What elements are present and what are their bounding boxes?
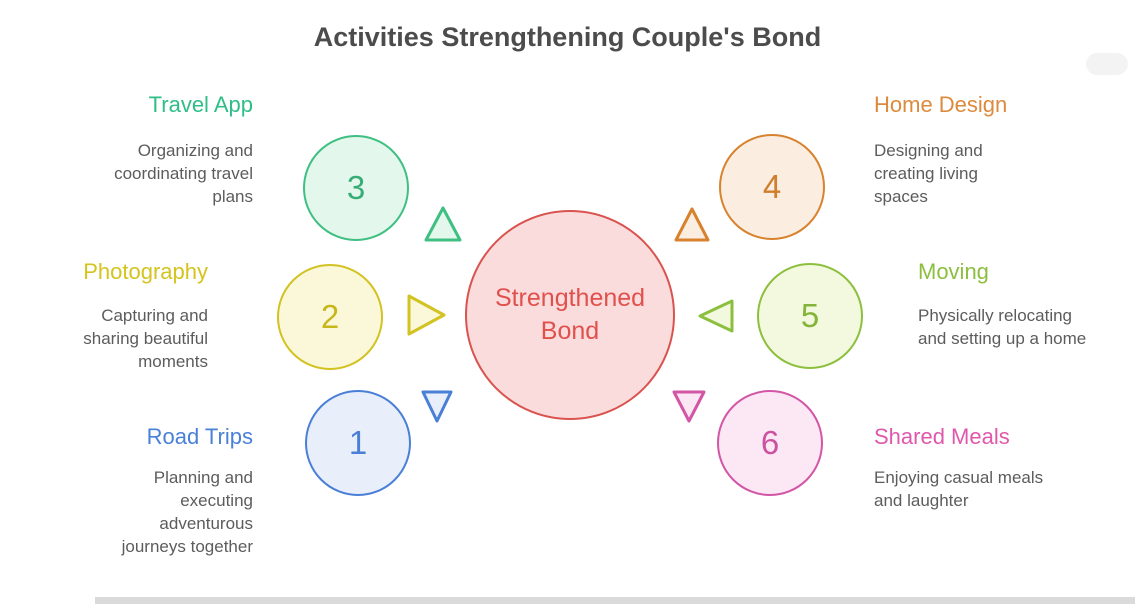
arrow-right-icon [407, 294, 446, 336]
arrow-up-icon [674, 207, 710, 242]
node-circle-photography: 2 [277, 264, 383, 370]
node-number-shared-meals: 6 [760, 424, 780, 461]
node-circle-shared-meals: 6 [717, 390, 823, 496]
arrow-down-icon [672, 390, 706, 423]
node-number-moving: 5 [800, 297, 820, 334]
node-number-home-design: 4 [762, 168, 782, 205]
arrow-up-icon [424, 206, 462, 242]
item-desc-travel-app: Organizing and coordinating travel plans [114, 141, 253, 206]
arrow-down-icon [421, 390, 453, 423]
node-circle-travel-app: 3 [303, 135, 409, 241]
item-desc-shared-meals: Enjoying casual meals and laughter [874, 468, 1044, 510]
node-number-photography: 2 [320, 298, 340, 335]
item-desc-moving: Physically relocating and setting up a h… [918, 306, 1087, 348]
item-title-photography: Photography [83, 259, 208, 284]
item-title-home-design: Home Design [874, 92, 1008, 117]
item-desc-photography: Capturing and sharing beautiful moments [83, 306, 208, 371]
center-node: Strengthened Bond [465, 210, 675, 420]
page-title: Activities Strengthening Couple's Bond [313, 22, 822, 52]
item-desc-road-trips: Planning and executing adventurous journ… [121, 468, 253, 556]
item-title-road-trips: Road Trips [146, 424, 253, 449]
item-title-shared-meals: Shared Meals [874, 424, 1010, 449]
item-title-travel-app: Travel App [148, 92, 253, 117]
node-number-road-trips: 1 [348, 424, 368, 461]
node-circle-moving: 5 [757, 263, 863, 369]
center-node-label: Strengthened Bond [494, 284, 646, 345]
node-circle-road-trips: 1 [305, 390, 411, 496]
faded-button[interactable] [1086, 53, 1128, 75]
horizontal-scrollbar[interactable] [95, 597, 1135, 604]
node-number-travel-app: 3 [346, 169, 366, 206]
item-title-moving: Moving [918, 259, 989, 284]
node-circle-home-design: 4 [719, 134, 825, 240]
arrow-left-icon [698, 299, 734, 333]
item-desc-home-design: Designing and creating living spaces [874, 141, 983, 206]
